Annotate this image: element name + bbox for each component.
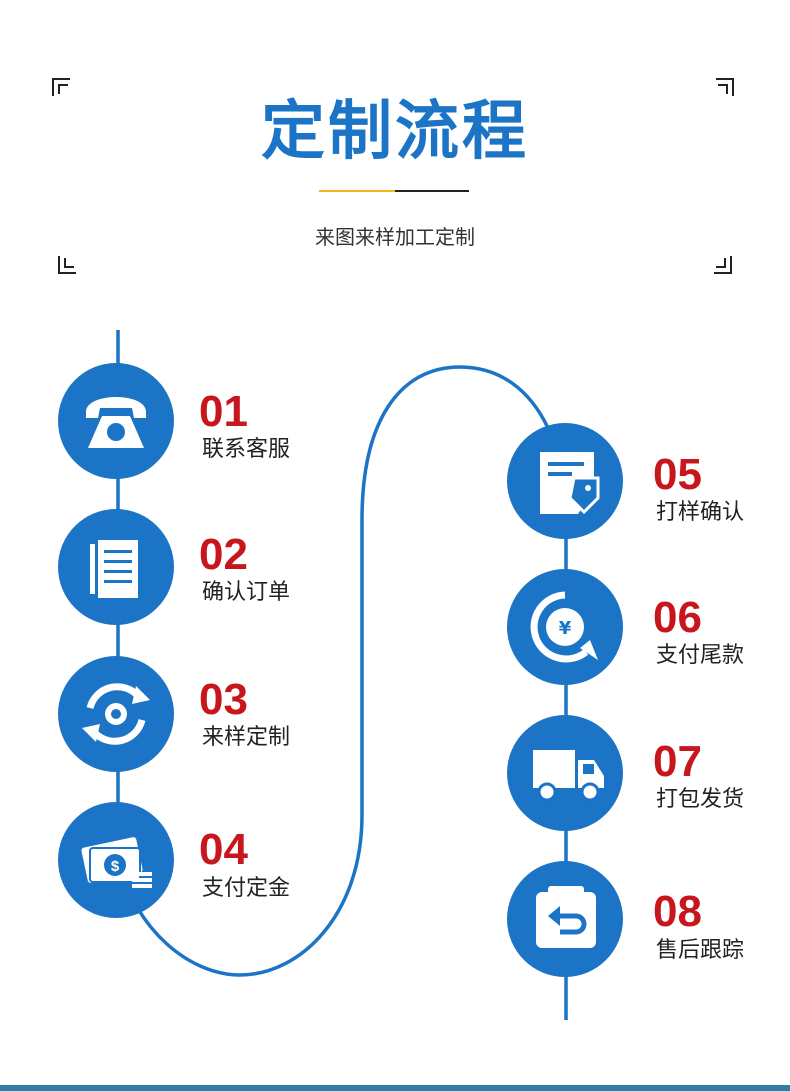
money-icon: $ — [81, 837, 152, 888]
title-divider-yellow — [319, 190, 395, 192]
step-circle-06: ¥ — [507, 569, 623, 685]
step-circle-03 — [58, 656, 174, 772]
gear-cycle-icon — [86, 683, 146, 745]
step-circle-02 — [58, 509, 174, 625]
page-title: 定制流程 — [261, 95, 529, 169]
yuan-payment-icon: ¥ — [530, 591, 598, 663]
corner-top-right — [716, 78, 734, 96]
step-circle-08 — [507, 861, 623, 977]
step-circle-05 — [507, 423, 623, 539]
step-label-03: 来样定制 — [202, 725, 291, 750]
step-label-01: 联系客服 — [202, 437, 291, 462]
step-number-04: 04 — [199, 825, 248, 874]
delivery-truck-icon — [533, 750, 604, 802]
step-number-01: 01 — [199, 387, 248, 436]
step-number-05: 05 — [653, 450, 702, 499]
corner-bottom-left — [58, 256, 76, 274]
document-icon — [90, 540, 138, 598]
step-circle-04: $ — [58, 802, 174, 918]
return-icon — [536, 886, 596, 948]
step-number-08: 08 — [653, 887, 702, 936]
step-number-02: 02 — [199, 530, 248, 579]
telephone-icon — [86, 397, 146, 448]
step-label-07: 打包发货 — [656, 787, 745, 812]
step-label-05: 打样确认 — [656, 500, 745, 525]
step-label-06: 支付尾款 — [656, 643, 745, 668]
page-subtitle: 来图来样加工定制 — [315, 225, 475, 249]
flow-connector — [116, 330, 568, 1020]
step-number-03: 03 — [199, 675, 248, 724]
title-divider-black — [395, 190, 469, 192]
bottom-bar — [0, 1085, 790, 1091]
sample-tag-icon — [540, 452, 600, 515]
svg-text:¥: ¥ — [559, 618, 572, 639]
step-number-07: 07 — [653, 737, 702, 786]
step-number-06: 06 — [653, 593, 702, 642]
step-circle-07 — [507, 715, 623, 831]
corner-bottom-right — [714, 256, 732, 274]
step-circle-01 — [58, 363, 174, 479]
step-label-08: 售后跟踪 — [656, 938, 745, 963]
step-label-04: 支付定金 — [202, 876, 291, 901]
svg-text:$: $ — [111, 858, 120, 875]
corner-top-left — [52, 78, 70, 96]
step-label-02: 确认订单 — [202, 580, 291, 605]
